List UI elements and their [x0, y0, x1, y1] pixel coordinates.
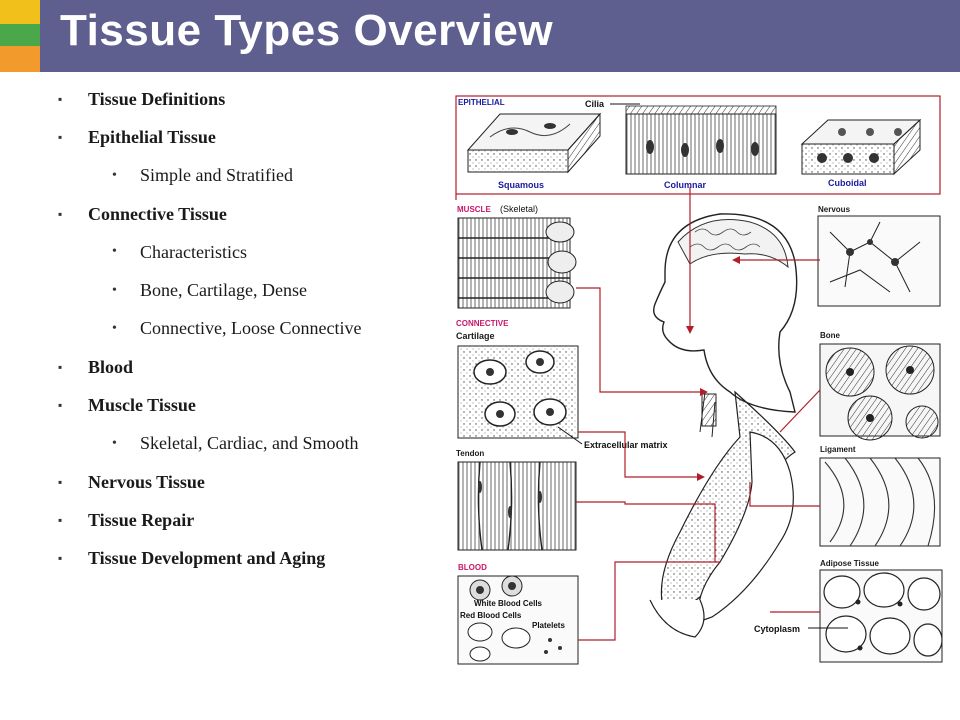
cilia-label: Cilia	[585, 99, 605, 109]
tissue-diagram-svg: EPITHELIAL Cilia Squamous Columnar Cuboi…	[455, 95, 943, 665]
bone-illustration	[819, 343, 941, 441]
dot-bullet-icon	[112, 321, 140, 337]
leader-lines	[455, 187, 821, 641]
outline-subitem: Bone, Cartilage, Dense	[58, 271, 438, 309]
tendon-label: Tendon	[456, 449, 484, 458]
outline-list: Tissue Definitions Epithelial Tissue Sim…	[58, 80, 438, 578]
skeletal-label: (Skeletal)	[500, 204, 538, 214]
leader-arrowheads	[686, 256, 740, 481]
outline-item: Tissue Repair	[58, 501, 438, 539]
outline-text: Skeletal, Cardiac, and Smooth	[140, 433, 359, 454]
outline-subitem: Simple and Stratified	[58, 157, 438, 195]
cartilage-illustration	[457, 345, 579, 439]
outline-subitem: Skeletal, Cardiac, and Smooth	[58, 425, 438, 463]
outline-item: Nervous Tissue	[58, 463, 438, 501]
outline-item: Tissue Definitions	[58, 80, 438, 118]
outline-item: Epithelial Tissue	[58, 118, 438, 156]
square-bullet-icon	[58, 92, 88, 107]
corner-block-yellow	[0, 0, 40, 24]
outline-text: Blood	[88, 356, 134, 377]
columnar-illustration	[625, 105, 777, 175]
square-bullet-icon	[58, 398, 88, 413]
white-blood-cells-label: White Blood Cells	[474, 599, 543, 608]
tissue-types-diagram: EPITHELIAL Cilia Squamous Columnar Cuboi…	[450, 92, 950, 670]
cytoplasm-label: Cytoplasm	[754, 624, 800, 634]
squamous-label: Squamous	[498, 180, 544, 190]
outline-text: Nervous Tissue	[88, 471, 205, 492]
outline-text: Tissue Repair	[88, 509, 195, 530]
square-bullet-icon	[58, 130, 88, 145]
ligament-label: Ligament	[820, 445, 856, 454]
cuboidal-illustration	[800, 118, 922, 176]
platelets-label: Platelets	[532, 621, 565, 630]
connective-label: CONNECTIVE	[456, 319, 509, 328]
blood-cells-illustration	[457, 575, 579, 665]
dot-bullet-icon	[112, 168, 140, 184]
square-bullet-icon	[58, 360, 88, 375]
muscle-label: MUSCLE	[457, 205, 491, 214]
title-bar: Tissue Types Overview	[40, 0, 960, 72]
extracellular-matrix-label: Extracellular matrix	[584, 440, 668, 450]
outline-subitem: Connective, Loose Connective	[58, 310, 438, 348]
blood-label: BLOOD	[458, 563, 487, 572]
adipose-label: Adipose Tissue	[820, 559, 880, 568]
square-bullet-icon	[58, 207, 88, 222]
outline-item: Tissue Development and Aging	[58, 540, 438, 578]
outline-text: Bone, Cartilage, Dense	[140, 280, 307, 301]
outline-item: Connective Tissue	[58, 195, 438, 233]
outline-item: Muscle Tissue	[58, 386, 438, 424]
skeletal-muscle-illustration	[457, 217, 577, 309]
square-bullet-icon	[58, 475, 88, 490]
tendon-illustration	[457, 461, 577, 551]
outline-subitem: Characteristics	[58, 233, 438, 271]
red-blood-cells-label: Red Blood Cells	[460, 611, 522, 620]
nervous-label: Nervous	[818, 205, 851, 214]
slide-title: Tissue Types Overview	[60, 6, 554, 55]
corner-block-green	[0, 24, 40, 46]
dot-bullet-icon	[112, 436, 140, 452]
outline-text: Connective Tissue	[88, 203, 227, 224]
square-bullet-icon	[58, 513, 88, 528]
square-bullet-icon	[58, 551, 88, 566]
corner-block-orange	[0, 46, 40, 72]
dot-bullet-icon	[112, 244, 140, 260]
outline-text: Characteristics	[140, 241, 247, 262]
dot-bullet-icon	[112, 283, 140, 299]
outline-text: Tissue Definitions	[88, 88, 226, 109]
outline-text: Epithelial Tissue	[88, 126, 216, 147]
outline-text: Tissue Development and Aging	[88, 548, 326, 569]
columnar-label: Columnar	[664, 180, 707, 190]
ligament-illustration	[819, 457, 941, 547]
cartilage-label: Cartilage	[456, 331, 495, 341]
bone-label: Bone	[820, 331, 841, 340]
outline-text: Muscle Tissue	[88, 395, 196, 416]
outline-text: Simple and Stratified	[140, 165, 293, 186]
cuboidal-label: Cuboidal	[828, 178, 867, 188]
epithelial-panel-frame	[455, 95, 941, 195]
adipose-tissue-illustration	[819, 569, 943, 663]
squamous-illustration	[466, 112, 602, 174]
outline-item: Blood	[58, 348, 438, 386]
epithelial-label: EPITHELIAL	[458, 98, 505, 107]
human-head-arm-illustration	[649, 213, 798, 638]
nervous-tissue-illustration	[817, 215, 941, 307]
outline-text: Connective, Loose Connective	[140, 318, 362, 339]
